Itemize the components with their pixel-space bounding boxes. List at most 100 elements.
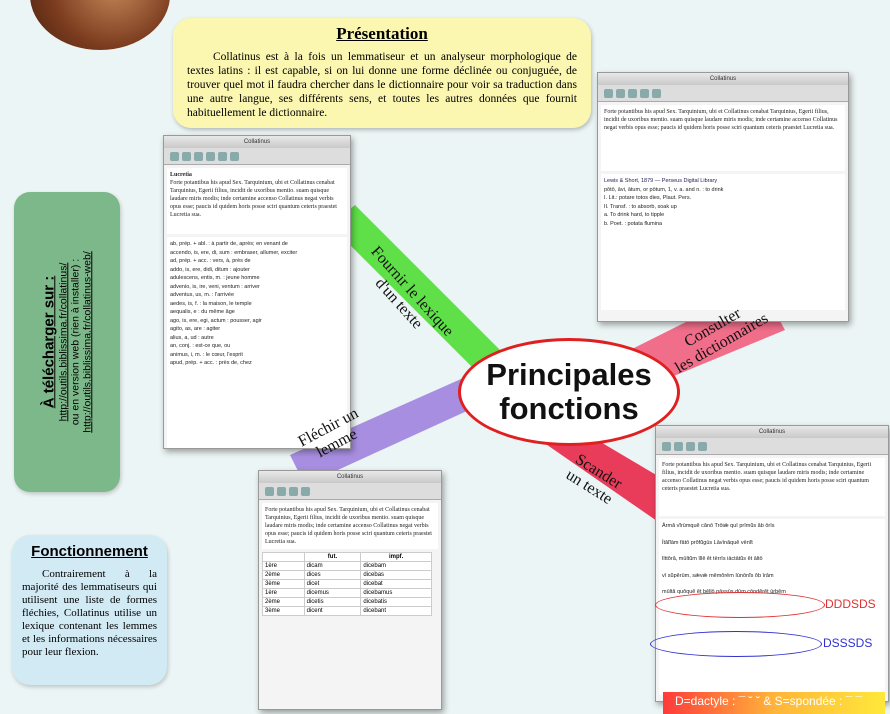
flexion-cell: dicebat [360, 579, 432, 589]
toolbar [164, 148, 350, 165]
save-icon[interactable] [628, 88, 637, 98]
ribbon-lexique [330, 205, 520, 385]
fonctionnement-title: Fonctionnement [31, 543, 148, 560]
new-icon[interactable] [265, 486, 274, 496]
download-link-web[interactable]: http://outils.biblissima.fr/collatinus-w… [81, 251, 94, 433]
text-sample: Forte potantibus his apud Sex. Tarquiniu… [265, 507, 432, 546]
text-sample: Forte potantibus his apud Sex. Tarquiniu… [604, 109, 838, 132]
lexique-entry: accendo, is, ere, di, sum : embraser, al… [170, 249, 298, 256]
window-title: Collatinus [656, 426, 888, 438]
lexique-entry: addo, is, ere, didi, ditum : ajouter [170, 266, 250, 273]
presentation-title: Présentation [336, 24, 428, 43]
window-title: Collatinus [259, 471, 441, 483]
search-icon[interactable] [206, 151, 215, 161]
central-title-line1: Principales [486, 356, 652, 392]
new-icon[interactable] [604, 88, 613, 98]
lexique-entry: ago, is, ere, egi, actum : pousser, agir [170, 317, 262, 324]
fonctionnement-box: Fonctionnement Contrairement à la majori… [12, 535, 167, 685]
flexion-cell: dicetis [303, 597, 362, 607]
legend-text: D=dactyle : ¯ ˘ ˘ & S=spondée : ¯ ¯ [675, 694, 863, 708]
flexion-cell: dicent [303, 606, 362, 616]
text-pane[interactable]: Forte potantibus his apud Sex. Tarquiniu… [601, 105, 845, 171]
flexion-header [262, 552, 305, 562]
lemmatize-icon[interactable] [218, 151, 227, 161]
presentation-text: Collatinus est à la fois un lemmatiseur … [187, 51, 577, 120]
scansion-highlight-1 [655, 592, 825, 618]
open-icon[interactable] [674, 441, 683, 451]
lexique-entry: apud, prép. + acc. : près de, chez [170, 360, 252, 367]
open-icon[interactable] [277, 486, 286, 496]
flexion-cell: 2ème [262, 570, 305, 580]
download-title: À télécharger sur : [40, 275, 58, 409]
dictionary-entry: a. To drink hard, to tipple [604, 212, 665, 219]
flexion-cell: 1ère [262, 588, 305, 598]
lexique-entry: adulescens, entis, m. : jeune homme [170, 275, 260, 282]
lexique-entry: ab, prép. + abl. : à partir de, après; e… [170, 241, 288, 247]
flexion-cell: dicebas [360, 570, 432, 580]
lexique-entry: aedes, is, f. : la maison, le temple [170, 300, 252, 307]
flexion-cell: dicebamus [360, 588, 432, 598]
save-icon[interactable] [289, 486, 298, 496]
font-icon[interactable] [230, 151, 239, 161]
flexion-cell: 2ème [262, 597, 305, 607]
new-icon[interactable] [662, 441, 671, 451]
window-dictionnaires: Collatinus Forte potantibus his apud Sex… [597, 72, 849, 322]
flexion-cell: dicebant [360, 606, 432, 616]
lexique-entry: adventus, us, m. : l'arrivée [170, 292, 235, 299]
lexique-entry: ad, prép. + acc. : vers, à, près de [170, 258, 251, 265]
lexique-entry: an, conj. : est-ce que, ou [170, 343, 231, 350]
scansion-line: Ārmă vĭrūmquĕ cănō Trōiǣ quī prīmŭs ăb ō… [662, 523, 775, 529]
lexique-entry: advenio, is, ire, veni, ventum : arriver [170, 283, 260, 290]
scansion-line: līttŏră, mūltŭm īllĕ ĕt tērrīs iāctātŭs … [662, 556, 763, 563]
window-flechir: Collatinus Forte potantibus his apud Sex… [258, 470, 442, 710]
lexique-entry: aequalis, e : du même âge [170, 309, 235, 316]
window-title: Collatinus [598, 73, 848, 85]
lexique-entry: agito, as, are : agiter [170, 326, 221, 333]
text-pane[interactable]: Forte potantibus his apud Sex. Tarquiniu… [659, 458, 885, 516]
window-title: Collatinus [164, 136, 350, 148]
dictionary-entry: b. Poet. : potata flumina [604, 220, 663, 227]
new-icon[interactable] [170, 151, 179, 161]
flexion-cell: dices [303, 570, 362, 580]
flexion-cell: dicet [303, 579, 362, 589]
toolbar [656, 438, 888, 455]
dictionary-icon[interactable] [652, 88, 661, 98]
scan-icon[interactable] [698, 441, 707, 451]
flexion-cell: dicam [303, 561, 362, 571]
toolbar [259, 483, 441, 500]
window-scander: Collatinus Forte potantibus his apud Sex… [655, 425, 889, 702]
central-title-line2: fonctions [499, 391, 639, 426]
dictionary-entry: I. Lit.: potare totos dies, Plaut. Pers. [604, 195, 692, 202]
flexion-cell: 3ème [262, 579, 305, 589]
open-icon[interactable] [182, 151, 191, 161]
scansion-label-1: DDDSDS [825, 597, 876, 611]
toolbar [598, 85, 848, 102]
flexion-cell: dicebatis [360, 597, 432, 607]
download-link-desktop[interactable]: http://outils.biblissima.fr/collatinus/ [57, 262, 70, 422]
search-icon[interactable] [301, 486, 310, 496]
text-pane[interactable]: Forte potantibus his apud Sex. Tarquiniu… [262, 503, 438, 549]
save-icon[interactable] [194, 151, 203, 161]
text-sample: Forte potantibus his apud Sex. Tarquiniu… [170, 180, 337, 219]
download-box: À télécharger sur : http://outils.biblis… [14, 192, 120, 492]
flexion-cell: dicemus [303, 588, 362, 598]
scansion-highlight-2 [650, 631, 822, 657]
text-sample: Forte potantibus his apud Sex. Tarquiniu… [662, 462, 872, 493]
dictionary-entry: pōtō, āvi, ātum, or pōtum, 1, v. a. and … [604, 186, 724, 193]
presentation-box: Présentation Collatinus est à la fois un… [173, 18, 591, 128]
lexique-entry: animus, i, m. : le cœur, l'esprit [170, 351, 243, 358]
flexion-cell: 1ère [262, 561, 305, 571]
open-icon[interactable] [616, 88, 625, 98]
flexion-header: fut. [303, 552, 362, 562]
lexique-entry: alius, a, ud : autre [170, 334, 214, 341]
save-icon[interactable] [686, 441, 695, 451]
search-icon[interactable] [640, 88, 649, 98]
